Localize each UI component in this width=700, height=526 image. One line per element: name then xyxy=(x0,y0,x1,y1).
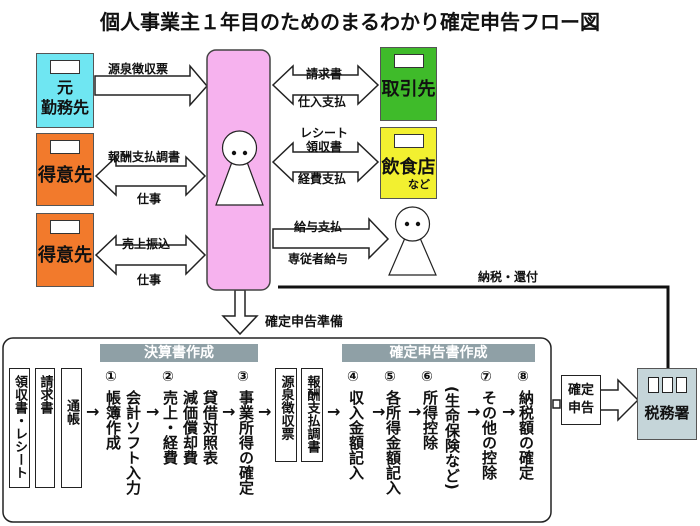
withholding-label: 源泉徴収票 xyxy=(108,62,169,76)
restaurant-box: 飲食店 など xyxy=(380,127,437,199)
client-box-2: 得意先 xyxy=(36,213,94,287)
step-number: ② xyxy=(162,369,174,385)
invoice-arrow xyxy=(271,64,380,106)
arrow-icon: → xyxy=(146,402,160,421)
salary-arrow xyxy=(272,217,390,260)
filing-arrow xyxy=(552,399,561,409)
arrow-icon: → xyxy=(467,402,481,421)
step-number: ⑧ xyxy=(517,369,529,385)
settlement-banner: 決算書作成 xyxy=(100,344,258,362)
step-7-text: その他の控除 xyxy=(480,390,498,480)
step-number: ① xyxy=(105,369,117,385)
self-person-icon xyxy=(215,130,264,206)
step-6-text: 所得控除 xyxy=(421,390,439,450)
step-number: ④ xyxy=(347,369,359,385)
doc-withholding: 源泉徴収票 xyxy=(275,368,297,462)
doc-receipts: 領収書・レシート xyxy=(9,368,30,488)
work-label-1: 仕事 xyxy=(137,192,162,206)
prep-label: 確定申告準備 xyxy=(265,315,344,330)
arrow-icon: → xyxy=(408,402,422,421)
former-employer-label: 元 xyxy=(56,78,73,97)
step-1-text: 帳簿作成 xyxy=(104,390,122,450)
work-label-2: 仕事 xyxy=(137,273,162,287)
step-number: ⑦ xyxy=(480,369,492,385)
filing-label: 確定申告 xyxy=(567,383,594,416)
step-2-text: 貸借対照表 xyxy=(201,390,219,465)
invoice-label: 請求書 xyxy=(306,67,343,81)
sales-transfer-label: 売上振込 xyxy=(122,237,171,251)
step-4-text: 収入金額記入 xyxy=(347,390,365,480)
tax-refund-line xyxy=(278,285,670,368)
former-employer-box: 元 勤務先 xyxy=(36,53,94,128)
purchase-payment-label: 仕入支払 xyxy=(298,95,347,109)
sales-arrow xyxy=(94,234,207,276)
client-label: 得意先 xyxy=(38,165,92,186)
arrow-icon: → xyxy=(222,402,236,421)
client-box-1: 得意先 xyxy=(36,133,94,206)
window-row-icon xyxy=(647,377,687,393)
return-banner: 確定申告書作成 xyxy=(342,344,535,362)
window-icon xyxy=(50,140,80,154)
step-number: ⑥ xyxy=(421,369,433,385)
filing-arrow-head xyxy=(599,378,640,422)
step-6-note: (生命保険など) xyxy=(443,386,461,490)
tax-office-box: 税務署 xyxy=(637,368,697,440)
window-icon xyxy=(50,60,80,74)
employee-salary-label: 専従者給与 xyxy=(288,252,349,266)
salary-payment-label: 給与支払 xyxy=(294,220,343,234)
window-icon xyxy=(393,54,424,68)
receipt-label-2: 領収書 xyxy=(306,140,343,154)
arrow-icon: → xyxy=(372,402,386,421)
step-number: ③ xyxy=(237,369,249,385)
step-number: ⑤ xyxy=(384,369,396,385)
payment-report-label: 報酬支払調書 xyxy=(108,150,181,164)
arrow-icon: → xyxy=(327,402,341,421)
step-5-text: 各所得金額記入 xyxy=(384,390,402,495)
window-icon xyxy=(393,134,424,148)
tax-office-label: 税務署 xyxy=(644,404,690,422)
receipt-arrow xyxy=(271,141,380,183)
withholding-arrow xyxy=(94,63,208,107)
process-box xyxy=(2,337,552,523)
arrow-icon: → xyxy=(502,402,516,421)
prep-arrow xyxy=(221,289,259,336)
restaurant-label: 飲食店 xyxy=(381,157,436,178)
receipt-label: レシート xyxy=(300,126,349,140)
step-8-text: 納税額の確定 xyxy=(517,390,535,480)
payment-report-arrow xyxy=(94,155,207,197)
employee-person-icon xyxy=(388,206,437,276)
arrow-icon: → xyxy=(86,402,100,421)
expense-payment-label: 経費支払 xyxy=(298,172,347,186)
window-icon xyxy=(50,220,80,234)
filing-box: 確定申告 xyxy=(561,375,601,425)
former-employer-label: 勤務先 xyxy=(40,98,89,117)
client-label: 得意先 xyxy=(38,245,92,266)
step-3-text: 事業所得の確定 xyxy=(237,390,255,495)
step-1-text: 会計ソフト入力 xyxy=(124,390,142,495)
doc-bankbook: 通帳 xyxy=(61,368,82,488)
arrow-icon: → xyxy=(258,402,272,421)
restaurant-sub-label: など xyxy=(408,178,430,191)
step-2-text: 減価償却費 xyxy=(181,390,199,465)
doc-payment-report: 報酬支払調書 xyxy=(301,368,323,462)
tax-refund-label: 納税・還付 xyxy=(478,270,539,284)
supplier-label: 取引先 xyxy=(381,79,436,100)
supplier-box: 取引先 xyxy=(380,47,437,121)
step-2-text: 売上・経費 xyxy=(161,390,179,465)
page-title: 個人事業主１年目のためのまるわかり確定申告フロー図 xyxy=(100,10,600,34)
doc-invoices: 請求書 xyxy=(35,368,55,488)
